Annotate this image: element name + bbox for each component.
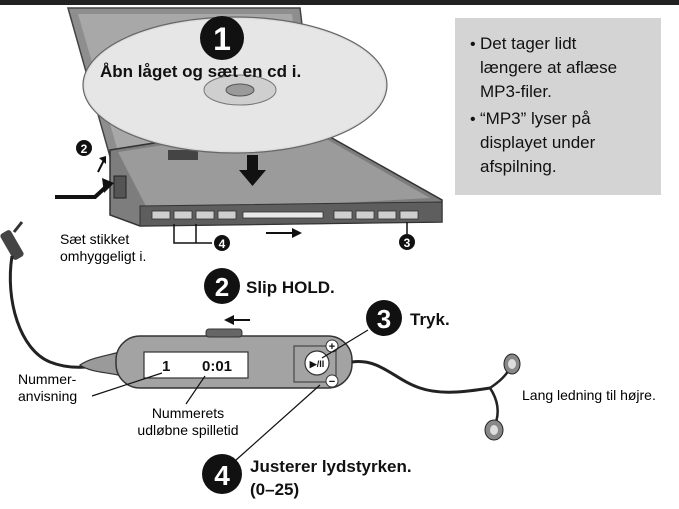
- plug-in-arrow-icon: [55, 183, 110, 199]
- step-3-badge: [366, 300, 402, 336]
- front-button[interactable]: [217, 210, 237, 220]
- info-line: Det tager lidt: [480, 34, 577, 53]
- callout-number: 3: [404, 236, 411, 250]
- hold-switch[interactable]: [205, 328, 243, 338]
- info-line: “MP3” lyser på: [480, 109, 591, 128]
- cord-label: Lang ledning til højre.: [522, 387, 656, 403]
- step-1: 1 Åbn låget og sæt en cd i.: [100, 16, 301, 81]
- remote-tail: [78, 351, 121, 376]
- step-4-range: (0–25): [250, 480, 299, 499]
- step-2-text: Slip HOLD.: [246, 278, 335, 297]
- earphone-cord: [351, 360, 491, 394]
- front-button[interactable]: [333, 210, 353, 220]
- callout-2-small: 2: [76, 140, 106, 173]
- front-button[interactable]: [173, 210, 193, 220]
- step-2: 2 Slip HOLD.: [204, 268, 335, 325]
- play-pause-icon: ▶/II: [309, 359, 324, 369]
- plug-label: Sæt stikket: [60, 231, 129, 247]
- plug-label: omhyggeligt i.: [60, 248, 146, 264]
- step-4-text: Justerer lydstyrken.: [250, 457, 412, 476]
- step-4: 4 Justerer lydstyrken. (0–25): [202, 384, 412, 499]
- step-1-number: 1: [213, 21, 231, 57]
- earphones: [484, 353, 521, 441]
- info-box-background: [455, 18, 661, 195]
- control-frame: [293, 345, 337, 383]
- step-1-text: Åbn låget og sæt en cd i.: [100, 62, 301, 81]
- step-2-badge: [204, 268, 240, 304]
- info-line: MP3-filer.: [480, 82, 552, 101]
- insert-down-arrow-icon: [239, 155, 266, 186]
- lid-latch[interactable]: [168, 150, 198, 160]
- step-3: 3 Tryk.: [321, 300, 450, 359]
- step-4-number: 4: [214, 460, 230, 491]
- front-button[interactable]: [377, 210, 397, 220]
- display-track-number: 1: [162, 358, 170, 375]
- step-1-badge: [200, 16, 244, 60]
- elapsed-time-label: Nummerets: [152, 405, 224, 421]
- front-button[interactable]: [355, 210, 375, 220]
- minus-icon: −: [329, 376, 335, 388]
- info-line: afspilning.: [480, 157, 557, 176]
- info-line: displayet under: [480, 133, 596, 152]
- info-bullet-b: •: [470, 111, 476, 128]
- cd-disc: [82, 16, 388, 154]
- front-button[interactable]: [195, 210, 215, 220]
- track-number-label: Nummer-: [18, 371, 77, 387]
- elapsed-time-label: udløbne spilletid: [137, 422, 238, 438]
- step-4-badge: [202, 454, 242, 494]
- headphone-jack[interactable]: [113, 175, 127, 199]
- volume-down-button[interactable]: [325, 374, 339, 388]
- front-button[interactable]: [151, 210, 171, 220]
- callout-3-small: 3: [399, 222, 415, 250]
- callout-number: 2: [81, 142, 88, 156]
- remote-control: 1 0:01 ▶/II + −: [78, 328, 491, 394]
- callout-number: 4: [219, 237, 226, 251]
- display-elapsed-time: 0:01: [202, 358, 232, 375]
- info-bullet-a: •: [470, 36, 476, 53]
- step-2-number: 2: [215, 272, 229, 302]
- front-button[interactable]: [399, 210, 419, 220]
- callout-4-small: 4: [173, 224, 230, 251]
- front-buttons: [151, 210, 419, 220]
- top-border: [0, 0, 679, 5]
- cd-player: [67, 7, 443, 227]
- step-3-number: 3: [377, 304, 391, 334]
- plus-icon: +: [329, 341, 335, 353]
- up-arrow-icon: [99, 156, 106, 164]
- track-number-label: anvisning: [18, 388, 77, 404]
- info-box: • Det tager lidt længere at aflæse MP3-f…: [455, 18, 661, 195]
- step-3-text: Tryk.: [410, 310, 450, 329]
- hold-slider[interactable]: [242, 211, 324, 219]
- cord: [8, 255, 119, 369]
- info-line: længere at aflæse: [480, 58, 617, 77]
